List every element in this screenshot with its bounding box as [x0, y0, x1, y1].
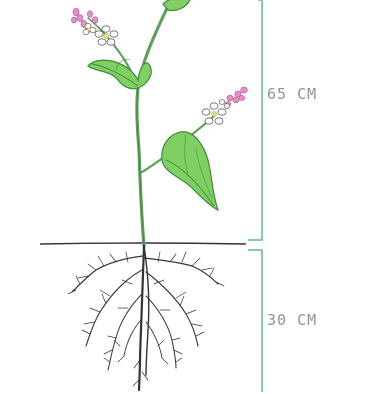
bracket-below-ground — [248, 250, 262, 392]
right-flower — [202, 103, 226, 124]
bracket-above-ground — [248, 0, 262, 240]
lower-leaf — [162, 132, 218, 210]
top-leaf — [163, 0, 190, 11]
above-ground-height-label: 65 CM — [267, 87, 317, 102]
root-depth-label: 30 CM — [267, 313, 317, 328]
upper-flower-cluster — [71, 8, 118, 45]
root-system — [68, 246, 224, 390]
right-flower-cluster — [202, 87, 247, 124]
upper-flower — [95, 26, 118, 45]
